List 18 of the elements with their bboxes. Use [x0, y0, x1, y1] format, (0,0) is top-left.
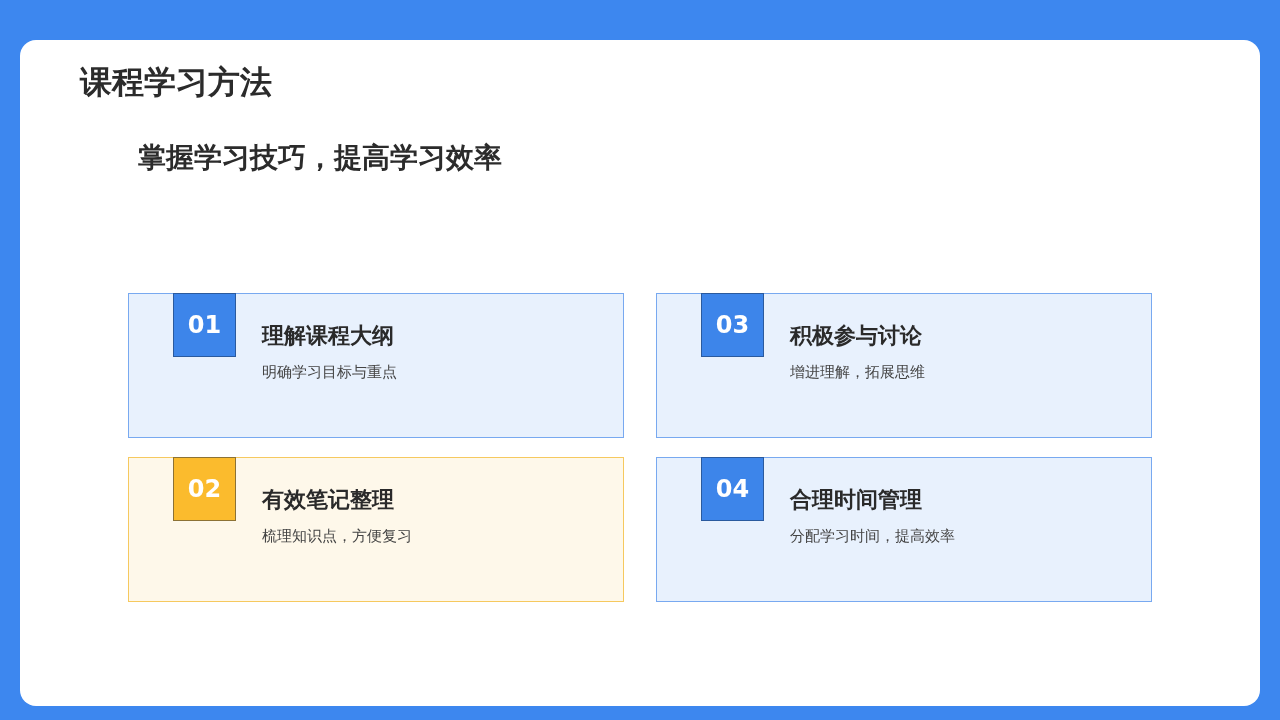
card-heading: 理解课程大纲 [262, 322, 394, 350]
number-badge: 03 [701, 293, 764, 357]
card-description: 分配学习时间，提高效率 [790, 526, 955, 547]
card-description: 梳理知识点，方便复习 [262, 526, 412, 547]
slide-title: 课程学习方法 [80, 62, 272, 102]
number-badge: 01 [173, 293, 236, 357]
number-badge: 04 [701, 457, 764, 521]
card-description: 明确学习目标与重点 [262, 362, 397, 383]
number-badge: 02 [173, 457, 236, 521]
method-card [656, 457, 1152, 602]
card-heading: 合理时间管理 [790, 486, 922, 514]
method-card [656, 293, 1152, 438]
card-description: 增进理解，拓展思维 [790, 362, 925, 383]
subtitle: 掌握学习技巧，提高学习效率 [138, 140, 502, 176]
card-heading: 积极参与讨论 [790, 322, 922, 350]
method-card [128, 457, 624, 602]
card-heading: 有效笔记整理 [262, 486, 394, 514]
method-card [128, 293, 624, 438]
